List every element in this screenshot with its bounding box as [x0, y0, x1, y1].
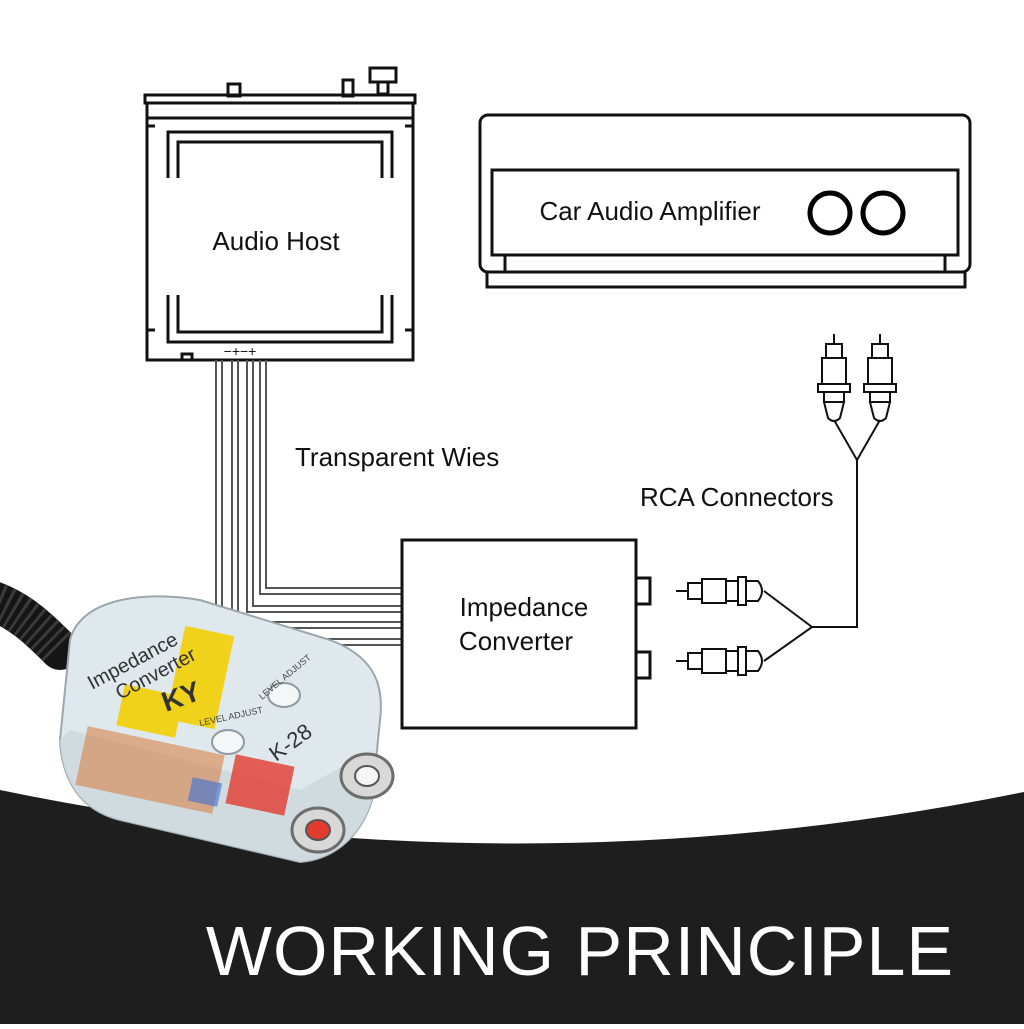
device-red-component	[225, 754, 295, 816]
converter-label-line2: Converter	[459, 626, 573, 656]
page-title: WORKING PRINCIPLE	[206, 912, 954, 990]
rca-connectors-label: RCA Connectors	[640, 482, 834, 512]
rca-cable	[676, 334, 897, 676]
level-adjust-knob-bottom	[211, 729, 245, 755]
audio-host-label: Audio Host	[212, 226, 340, 256]
amplifier	[478, 113, 972, 289]
rca-plug-horizontal-top	[676, 576, 763, 606]
product-device: Impedance Converter KY K-28 LEVEL ADJUST…	[0, 582, 395, 864]
transparent-wires	[215, 360, 402, 646]
level-adjust-knob-top	[267, 682, 301, 708]
amplifier-label: Car Audio Amplifier	[539, 196, 760, 226]
rca-plug-horizontal-bottom	[676, 646, 763, 676]
device-cable	[0, 582, 80, 670]
impedance-converter-box	[400, 538, 652, 730]
device-transformer-left	[116, 684, 184, 738]
amplifier-knob-right	[860, 190, 906, 236]
device-transformer-right	[165, 625, 235, 730]
rca-plug-vertical-left	[817, 334, 851, 422]
transparent-wires-label: Transparent Wies	[295, 442, 499, 472]
audio-host	[143, 66, 417, 362]
amplifier-knob-left	[807, 190, 853, 236]
converter-label-line1: Impedance	[460, 592, 589, 622]
terminal-polarity-label: −+−+	[224, 343, 257, 359]
rca-plug-vertical-right	[863, 334, 897, 422]
